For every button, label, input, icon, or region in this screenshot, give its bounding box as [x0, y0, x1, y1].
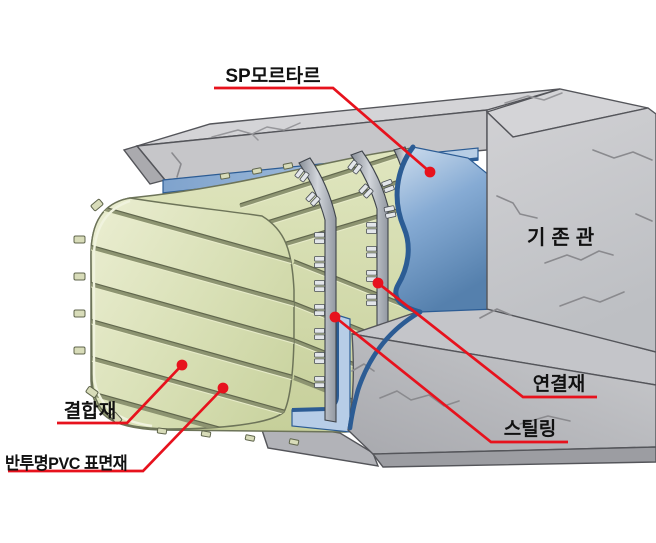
pvc-surface-pointer — [217, 382, 229, 394]
label-steel-ring: 스틸링 — [503, 419, 557, 440]
steel-ring-pointer — [329, 311, 341, 323]
callout-leaders — [8, 86, 597, 473]
concrete-bottom-slab — [347, 307, 656, 468]
label-sp-mortar: SP모르타르 — [225, 66, 321, 87]
label-connector: 연결재 — [532, 374, 586, 395]
sp-mortar-pointer — [424, 166, 436, 178]
ring2-connectors — [347, 159, 377, 306]
label-binder: 결합재 — [63, 401, 117, 422]
connector-pointer — [372, 277, 384, 289]
label-existing-pipe: 기존관 — [527, 227, 601, 249]
mortar-end-wall — [347, 144, 496, 431]
ring1-connectors — [294, 167, 325, 388]
binder-pointer — [176, 359, 188, 371]
liner-rib-tabs — [73, 162, 300, 446]
label-pvc-surface: 반투명PVC 표면재 — [5, 454, 128, 473]
concrete-right-block — [479, 88, 656, 353]
